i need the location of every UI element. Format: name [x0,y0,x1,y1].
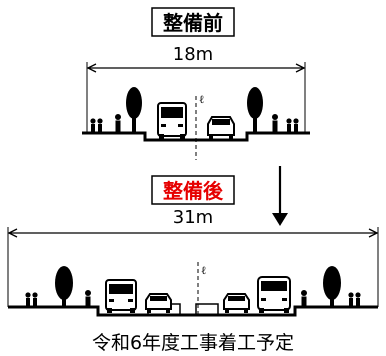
before-section: 整備前 18m ℓ [82,7,310,160]
after-road-surface [8,305,378,317]
transition-arrow [272,166,288,226]
after-tree-right-icon [323,266,341,307]
after-car-left-icon [145,293,172,313]
before-width-label: 18m [173,44,213,65]
before-centerline-mark: ℓ [199,93,204,106]
before-pedestrians-right-icon [272,114,299,133]
before-label: 整備前 [162,11,223,35]
after-truck-left-icon [105,279,137,313]
before-car-icon [207,116,235,139]
before-label-box [151,7,235,37]
after-car-right-icon [223,293,250,313]
after-pedestrians-left-icon [25,290,91,307]
after-pedestrians-right-icon [301,290,361,307]
before-pedestrians-left-icon [90,114,121,133]
after-label-box [151,175,235,205]
after-width-label: 31m [173,207,213,228]
after-bus-right-icon [257,276,291,313]
after-tree-left-icon [55,266,73,307]
before-truck-icon [157,102,187,139]
after-section: 整備後 31m ℓ [7,175,379,318]
after-label: 整備後 [162,179,224,203]
schedule-caption: 令和6年度工事着工予定 [92,332,294,354]
before-tree-right-icon [247,87,263,133]
before-tree-left-icon [126,87,142,133]
after-centerline-mark: ℓ [201,264,206,277]
after-median-right [195,303,219,316]
